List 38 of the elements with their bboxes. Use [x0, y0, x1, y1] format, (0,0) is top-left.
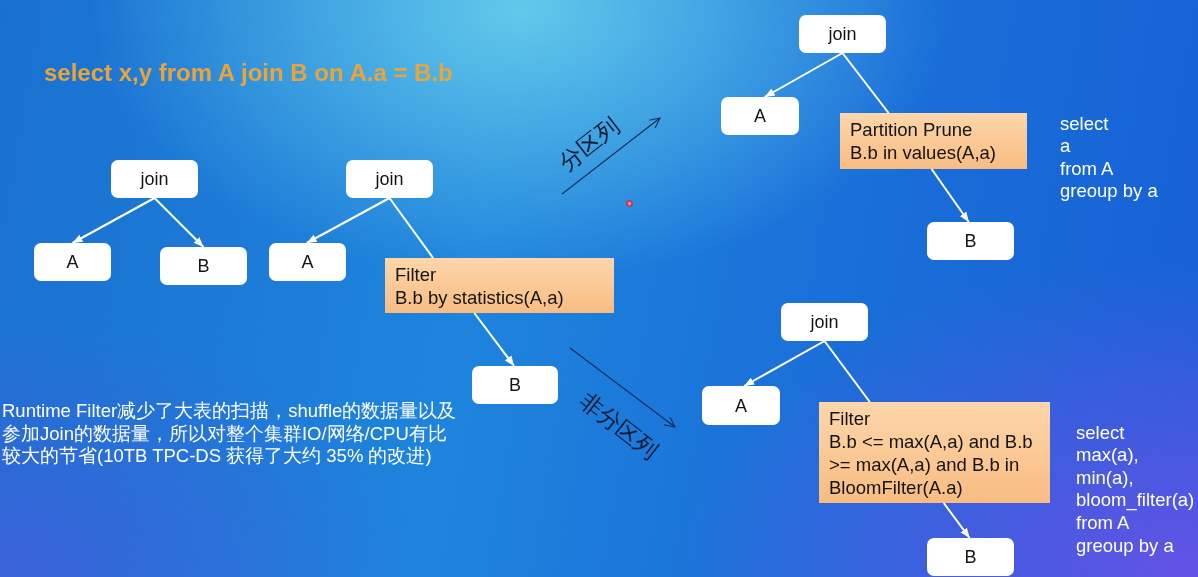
direction-label: 非分区列 [575, 388, 663, 464]
plan-node: B [160, 247, 247, 285]
arrow [743, 340, 826, 387]
condition-text: B.b <= max(A,a) and B.b >= max(A,a) and B.b in BloomFilter(A.a) [829, 430, 1034, 499]
note-text: Runtime Filter减少了大表的扫描，shuffle的数据量以及参加Join的数据量，所以对整个集群IO/网络/CPU有比较大的节省(10TB TPC-DS 获得了大约 35% 的改进) [2, 400, 458, 469]
query-text: select a from A greoup by a [1060, 112, 1158, 204]
title: select x,y from A join B on A.a = B.b [44, 59, 453, 87]
plan-node: A [702, 386, 780, 425]
arrow [942, 502, 971, 539]
arrow [930, 168, 970, 223]
heading-text: Filter [395, 263, 438, 286]
arrow [305, 197, 391, 244]
arrow [763, 52, 844, 98]
plan-node: join [799, 15, 886, 53]
prune-box [840, 113, 1027, 169]
query-text: select max(a), min(a), bloom_filter(a) from A greoup by a [1076, 421, 1195, 558]
plan-node: A [721, 97, 799, 135]
plan-node: A [269, 243, 346, 281]
plan-node: B [927, 222, 1014, 260]
heading-text: Partition Prune [850, 118, 974, 141]
connector-line [388, 197, 435, 259]
plan-node: B [472, 366, 558, 404]
plan-node: A [34, 243, 111, 281]
arrow [153, 197, 205, 248]
plan-node: join [781, 303, 868, 341]
filter-box [819, 402, 1050, 503]
plan-node: join [346, 160, 433, 198]
filter-box [385, 258, 614, 313]
connector-line [841, 52, 890, 114]
arrow [473, 312, 516, 367]
connector-line [823, 340, 871, 403]
condition-text: B.b by statistics(A,a) [395, 286, 565, 309]
plan-node: B [927, 538, 1014, 576]
direction-label: 分区列 [554, 113, 624, 175]
plan-node: join [111, 160, 198, 198]
heading-text: Filter [829, 407, 872, 430]
arrow [71, 197, 156, 244]
condition-text: B.b in values(A,a) [850, 141, 997, 164]
